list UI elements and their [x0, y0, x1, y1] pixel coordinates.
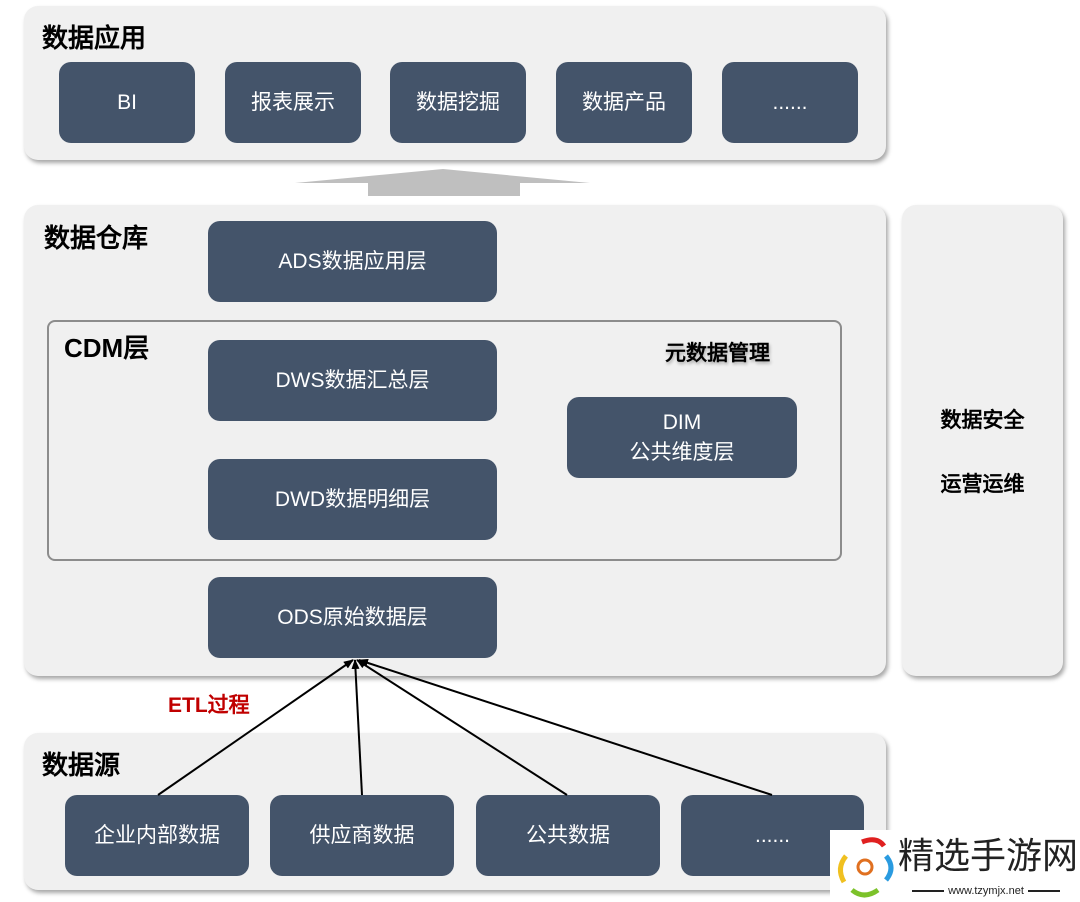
source-supplier: 供应商数据 [270, 795, 454, 876]
watermark-url: www.tzymjx.net [898, 884, 1074, 898]
dim-label: DIM [662, 410, 702, 434]
app-item-mining: 数据挖掘 [390, 62, 526, 143]
etl-arrow [157, 659, 354, 796]
cdm-title: CDM层 [64, 333, 150, 363]
etl-label: ETL过程 [168, 694, 250, 717]
etl-arrow [356, 659, 568, 796]
app-item-more: ...... [722, 62, 858, 143]
ods-layer: ODS原始数据层 [208, 577, 497, 658]
watermark: 精选手游网 www.tzymjx.net [830, 830, 1080, 902]
ads-layer: ADS数据应用层 [208, 221, 497, 302]
source-public: 公共数据 [476, 795, 660, 876]
operations-label: 运营运维 [940, 473, 1025, 496]
side-panel [902, 205, 1063, 676]
app-item-product: 数据产品 [556, 62, 692, 143]
dwd-layer: DWD数据明细层 [208, 459, 497, 540]
dws-layer: DWS数据汇总层 [208, 340, 497, 421]
sources-title: 数据源 [42, 750, 121, 780]
app-item-bi: BI [59, 62, 195, 143]
warehouse-title: 数据仓库 [44, 223, 149, 253]
dim-layer: DIM 公共维度层 [567, 397, 797, 478]
etl-arrow [358, 658, 773, 796]
app-item-report: 报表展示 [225, 62, 361, 143]
source-internal: 企业内部数据 [65, 795, 249, 876]
cdm-group [47, 320, 842, 561]
watermark-name: 精选手游网 [898, 835, 1079, 876]
metadata-label: 元数据管理 [665, 342, 770, 365]
watermark-logo-icon [838, 837, 894, 898]
app-layer-title: 数据应用 [42, 23, 147, 53]
dim-sublabel: 公共维度层 [629, 440, 735, 464]
data-security-label: 数据安全 [940, 409, 1025, 432]
etl-arrow [351, 659, 363, 796]
up-arrow-icon [295, 169, 590, 196]
